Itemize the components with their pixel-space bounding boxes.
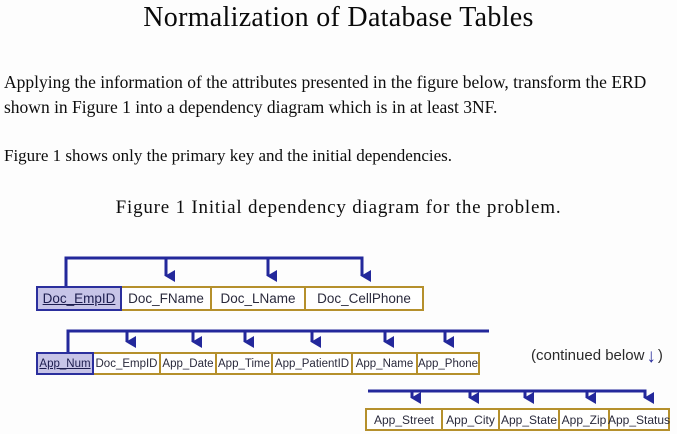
doctor-field-row: Doc_EmpID Doc_FName Doc_LName Doc_CellPh… bbox=[36, 286, 424, 311]
instruction-paragraph: Applying the information of the attribut… bbox=[4, 72, 647, 117]
figure-caption: Figure 1 Initial dependency diagram for … bbox=[115, 197, 562, 218]
appointment-field-row: App_Num Doc_EmpID App_Date App_Time App_… bbox=[36, 352, 480, 375]
continued-note: (continued below ↓ ) bbox=[531, 346, 663, 367]
page-title: Normalization of Database Tables bbox=[143, 2, 534, 33]
field-box-app-time: App_Time bbox=[215, 352, 273, 375]
continued-down-arrow-icon: ↓ bbox=[646, 346, 656, 367]
field-box-app-street: App_Street bbox=[365, 408, 443, 431]
field-box-app-zip: App_Zip bbox=[558, 408, 610, 431]
figure-note-paragraph: Figure 1 shows only the primary key and … bbox=[4, 146, 453, 165]
field-box-app-status: App_Status bbox=[608, 408, 670, 431]
field-box-app-patientid: App_PatientID bbox=[271, 352, 353, 375]
row2-dependency-bracket bbox=[66, 329, 489, 352]
field-box-doc-empid: Doc_EmpID bbox=[36, 286, 122, 311]
field-box-doc-lname: Doc_LName bbox=[210, 286, 306, 311]
field-box-doc-empid-2: Doc_EmpID bbox=[92, 352, 161, 375]
field-box-doc-cellphone: Doc_CellPhone bbox=[304, 286, 424, 311]
field-box-app-city: App_City bbox=[441, 408, 500, 431]
field-box-app-phone: App_Phone bbox=[416, 352, 480, 375]
continued-note-text: (continued below bbox=[531, 347, 645, 364]
continued-note-suffix: ) bbox=[657, 347, 663, 364]
field-box-app-state: App_State bbox=[498, 408, 560, 431]
field-box-doc-fname: Doc_FName bbox=[120, 286, 212, 311]
field-box-app-num: App_Num bbox=[36, 352, 94, 375]
row1-dependency-bracket bbox=[64, 256, 371, 287]
field-box-app-name: App_Name bbox=[351, 352, 418, 375]
appointment-field-row-continued: App_Street App_City App_State App_Zip Ap… bbox=[365, 408, 670, 431]
row3-dependency-bracket bbox=[368, 389, 654, 404]
field-box-app-date: App_Date bbox=[159, 352, 217, 375]
